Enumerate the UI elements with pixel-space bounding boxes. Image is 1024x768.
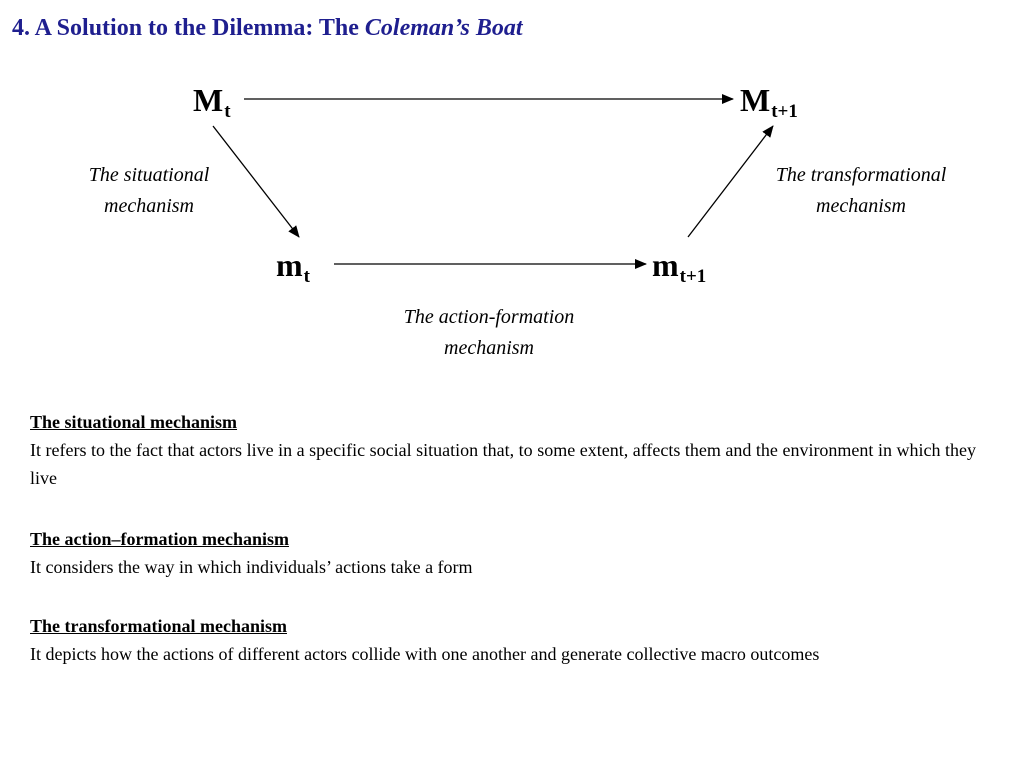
slide-title: 4. A Solution to the Dilemma: The Colema…	[12, 15, 523, 42]
section-action-formation: The action–formation mechanism It consid…	[30, 525, 976, 581]
node-micro-t: mt	[276, 247, 310, 287]
situational-mechanism-label: The situational mechanism	[88, 164, 210, 217]
title-emphasis: Coleman’s Boat	[364, 15, 523, 41]
node-macro-t-plus-1: Mt+1	[740, 82, 798, 122]
node-micro-t-plus-1: mt+1	[652, 247, 707, 287]
section-situational: The situational mechanism It refers to t…	[30, 408, 976, 492]
transformational-mechanism-label: The transformational mechanism	[775, 164, 947, 217]
section-text: It considers the way in which individual…	[30, 557, 473, 577]
section-text: It depicts how the actions of different …	[30, 644, 820, 664]
action-formation-mechanism-label: The action-formation mechanism	[403, 306, 575, 359]
coleman-boat-diagram	[212, 94, 774, 269]
transformational-arrow	[687, 125, 774, 238]
section-heading: The transformational mechanism	[30, 616, 287, 636]
section-text: It refers to the fact that actors live i…	[30, 440, 976, 488]
section-heading: The action–formation mechanism	[30, 529, 289, 549]
title-prefix: 4. A Solution to the Dilemma: The	[12, 15, 365, 41]
node-macro-t: Mt	[193, 82, 231, 122]
section-transformational: The transformational mechanism It depict…	[30, 612, 920, 668]
section-heading: The situational mechanism	[30, 412, 238, 432]
situational-arrow	[212, 125, 300, 238]
